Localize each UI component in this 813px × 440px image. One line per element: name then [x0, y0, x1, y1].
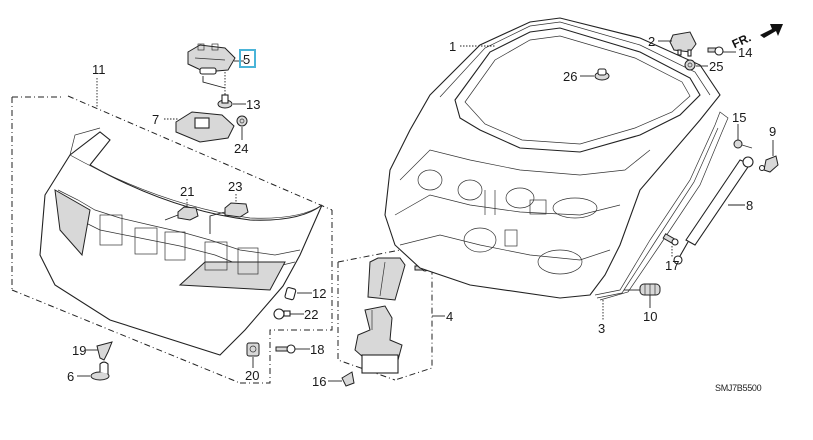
- callout-16[interactable]: 16: [312, 374, 326, 389]
- tailgate-part-1[interactable]: [384, 17, 721, 299]
- license-lamp-part-5[interactable]: [187, 43, 236, 75]
- latch-cover[interactable]: [367, 257, 406, 301]
- callout-1[interactable]: 1: [449, 39, 456, 54]
- callout-5-highlight: [239, 49, 256, 68]
- callout-8[interactable]: 8: [746, 198, 753, 213]
- callout-5[interactable]: 5: [243, 52, 250, 67]
- pad-part-12[interactable]: [284, 287, 297, 301]
- callout-24[interactable]: 24: [234, 141, 248, 156]
- callout-11[interactable]: 11: [92, 62, 106, 77]
- callout-23[interactable]: 23: [228, 179, 242, 194]
- tailgate-latch[interactable]: [354, 305, 403, 374]
- bumper-part-10[interactable]: [639, 283, 661, 296]
- gas-strut-part-8[interactable]: [673, 156, 754, 265]
- clip-part-6[interactable]: [90, 361, 110, 381]
- callout-20[interactable]: 20: [245, 368, 259, 383]
- callout-15[interactable]: 15: [732, 110, 746, 125]
- callout-6[interactable]: 6: [67, 369, 74, 384]
- bolt-part-15[interactable]: [733, 139, 753, 149]
- screw-part-17[interactable]: [662, 233, 679, 246]
- latch-group-frame: [337, 249, 433, 381]
- tailgate-garnish-part-11[interactable]: [39, 127, 323, 356]
- grommet-part-13[interactable]: [217, 94, 233, 109]
- garnish-group-frame: [11, 95, 333, 384]
- callout-13[interactable]: 13: [246, 97, 260, 112]
- grommet-part-26[interactable]: [594, 68, 610, 81]
- callout-4[interactable]: 4: [446, 309, 453, 324]
- clip-part-23[interactable]: [224, 202, 249, 218]
- callout-14[interactable]: 14: [738, 45, 752, 60]
- callout-21[interactable]: 21: [180, 184, 194, 199]
- clip-part-20[interactable]: [246, 342, 260, 357]
- screw-part-18[interactable]: [275, 344, 296, 354]
- callout-2[interactable]: 2: [648, 34, 655, 49]
- clip-part-21[interactable]: [177, 206, 199, 221]
- callout-7[interactable]: 7: [152, 112, 159, 127]
- callout-17[interactable]: 17: [665, 258, 679, 273]
- screw-part-19[interactable]: [96, 341, 113, 361]
- callout-22[interactable]: 22: [304, 307, 318, 322]
- callout-26[interactable]: 26: [563, 69, 577, 84]
- callout-9[interactable]: 9: [769, 124, 776, 139]
- nut-part-24[interactable]: [236, 115, 248, 127]
- callout-10[interactable]: 10: [643, 309, 657, 324]
- hinge-part-2[interactable]: [669, 31, 697, 57]
- callout-18[interactable]: 18: [310, 342, 324, 357]
- nut-part-25[interactable]: [684, 59, 696, 71]
- front-arrow-icon: [760, 24, 783, 38]
- callout-12[interactable]: 12: [312, 286, 326, 301]
- diagram-code: SMJ7B5500: [715, 383, 762, 393]
- front-direction-indicator: FR.: [730, 24, 783, 51]
- callout-25[interactable]: 25: [709, 59, 723, 74]
- fastener-part-22[interactable]: [273, 308, 291, 320]
- weatherstrip-part-3[interactable]: [594, 111, 729, 301]
- bolt-part-16[interactable]: [341, 371, 355, 387]
- camera-unit-part-7[interactable]: [175, 111, 235, 143]
- bracket-part-9[interactable]: [758, 155, 779, 173]
- callout-19[interactable]: 19: [72, 343, 86, 358]
- bolt-part-14[interactable]: [707, 46, 724, 56]
- callout-3[interactable]: 3: [598, 321, 605, 336]
